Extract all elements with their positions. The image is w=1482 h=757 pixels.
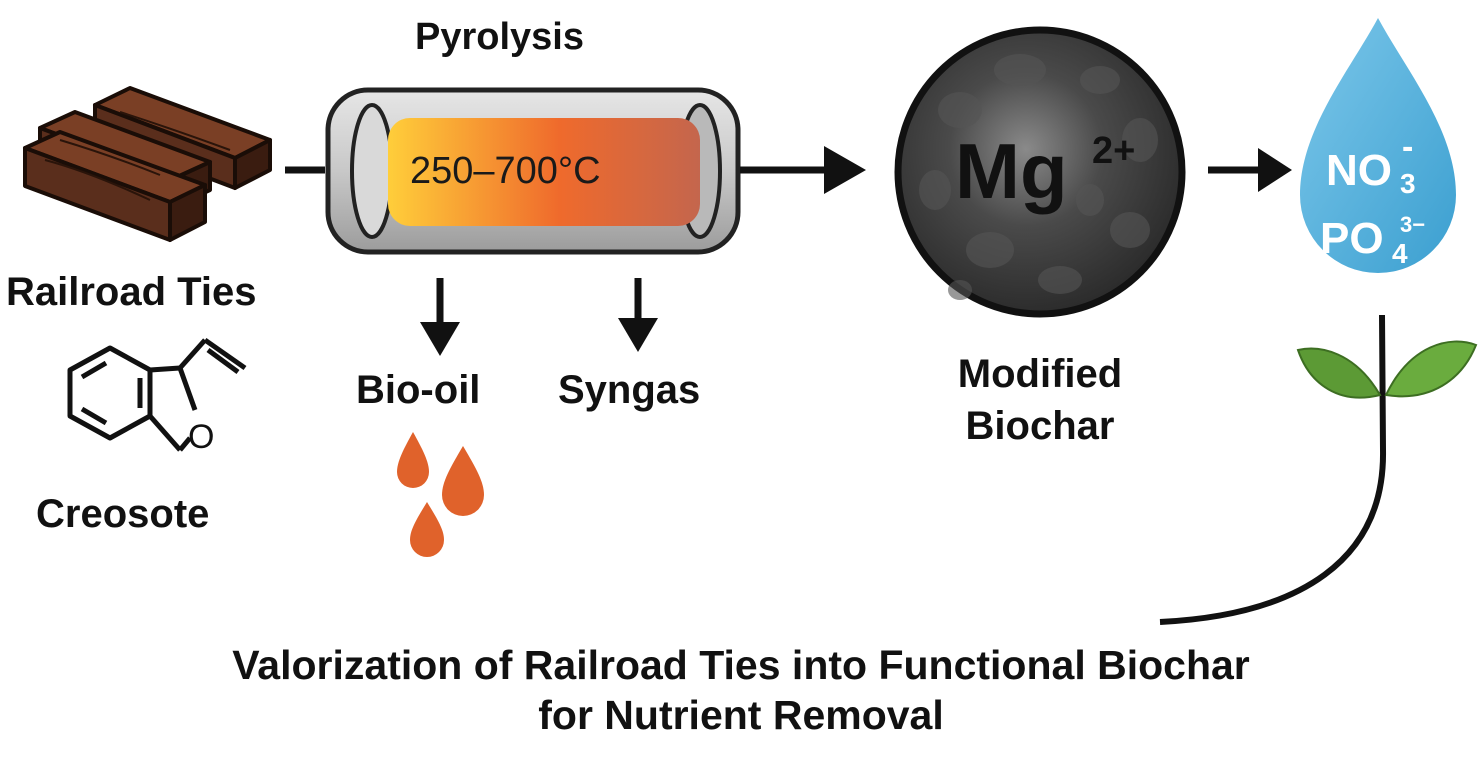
syngas-arrow [618, 278, 658, 352]
oil-drops-icon [397, 432, 484, 557]
railroad-ties-icon [23, 86, 272, 242]
title-line-2: for Nutrient Removal [538, 692, 944, 738]
nitrate-subscript: 3 [1400, 168, 1416, 199]
phosphate-subscript: 4 [1392, 238, 1408, 269]
modified-biochar-label: Modified Biochar [900, 348, 1180, 452]
biochar-to-water-arrowhead [1258, 148, 1292, 192]
magnesium-ion-label: Mg [955, 126, 1068, 217]
biochar-particle-icon [894, 26, 1186, 318]
title-line-1: Valorization of Railroad Ties into Funct… [232, 642, 1250, 688]
phosphate-label: PO [1320, 214, 1384, 264]
phosphate-base: PO [1320, 214, 1384, 263]
nitrate-base: NO [1326, 146, 1392, 195]
nitrate-label: NO [1326, 146, 1392, 196]
creosote-oxygen-label: O [188, 418, 215, 456]
railroad-ties-label: Railroad Ties [6, 270, 257, 314]
phosphate-superscript: 3− [1400, 212, 1426, 237]
pyrolysis-reactor [325, 87, 741, 255]
nitrate-superscript: - [1402, 128, 1414, 166]
bio-oil-arrow [420, 278, 460, 356]
pyrolysis-label: Pyrolysis [415, 16, 584, 58]
creosote-structure-icon [67, 337, 247, 452]
reactor-to-biochar-arrowhead [824, 146, 866, 194]
water-drop-icon [1300, 18, 1456, 273]
creosote-label: Creosote [36, 492, 210, 536]
diagram-title: Valorization of Railroad Ties into Funct… [0, 640, 1482, 740]
temperature-label: 250–700°C [410, 150, 601, 192]
mg-symbol: Mg [955, 127, 1068, 215]
modified-label: Modified [957, 352, 1123, 396]
syngas-label: Syngas [558, 368, 701, 412]
bio-oil-label: Bio-oil [356, 368, 481, 412]
magnesium-charge: 2+ [1092, 130, 1136, 172]
biochar-label: Biochar [965, 404, 1115, 448]
plant-icon [1159, 314, 1478, 625]
